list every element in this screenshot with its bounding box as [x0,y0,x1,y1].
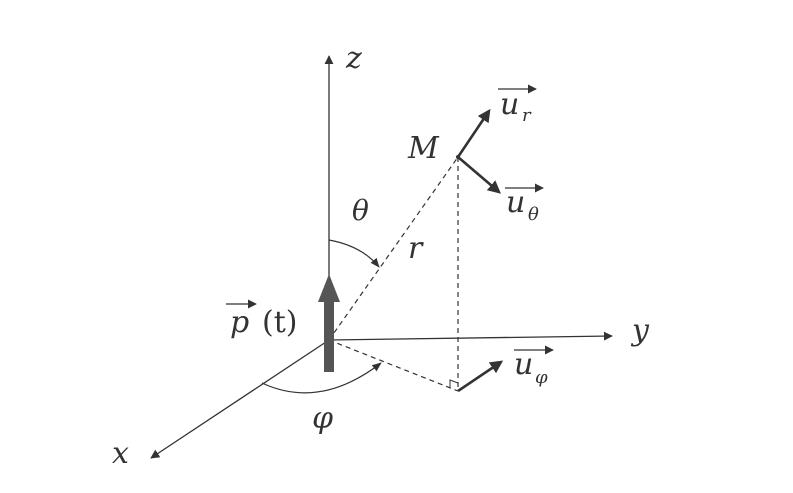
u-r-subscript: r [522,105,532,126]
x-axis-label: x [112,436,129,471]
u-theta-letter: u [506,185,525,220]
radius-dashed-line [328,156,459,341]
unit-vector-theta [457,156,501,194]
dipole-time-argument: (t) [262,305,297,340]
theta-label: θ [352,194,369,227]
u-phi-subscript: φ [535,367,548,388]
y-axis [328,331,613,341]
right-angle-marker [449,379,459,388]
x-axis [150,339,330,459]
unit-vector-phi [457,360,504,393]
u-theta-subscript: θ [528,204,539,225]
radius-label: r [408,231,424,266]
u-phi-letter: u [514,347,533,382]
u-r-letter: u [500,87,519,122]
y-axis-label: y [630,313,650,348]
point-m-label: M [407,131,440,166]
theta-angle-arc [328,239,380,268]
phi-label: φ [312,401,333,436]
dipole-arrowhead [318,274,340,302]
dipole-shaft-lower [324,340,334,372]
unit-vector-r [456,108,491,158]
z-axis-label: z [345,41,362,76]
dipole-shaft-upper [324,300,334,340]
dipole-p-label: p [230,305,249,340]
phi-angle-arc [261,362,382,394]
